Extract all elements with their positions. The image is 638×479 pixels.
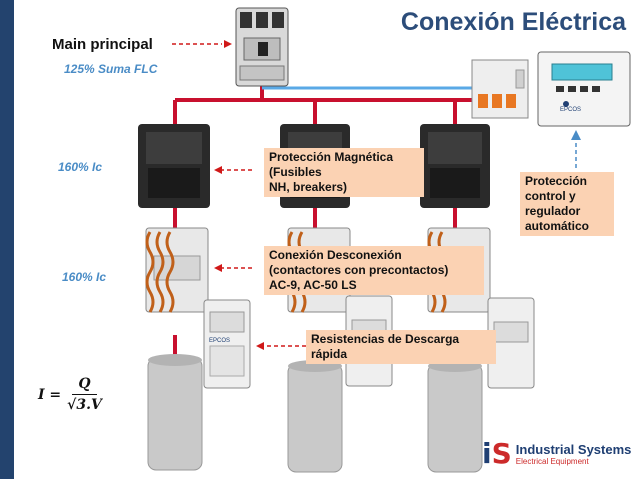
capacitor-1 (147, 354, 203, 471)
controller-arrow-head (571, 130, 581, 140)
company-logo: iS Industrial Systems Electrical Equipme… (482, 440, 631, 468)
logo-mark: iS (482, 440, 512, 468)
protection-rating-label: 160% Ic (58, 160, 103, 174)
page-title: Conexión Eléctrica (400, 8, 626, 36)
formula-denominator: √3.V (67, 397, 102, 413)
contactor-callout-line-3: AC-9, AC-50 LS (269, 278, 357, 292)
main-rating-label: 125% Suma FLC (64, 62, 158, 76)
protection-callout: Protección Magnética (Fusibles NH, break… (264, 148, 424, 197)
contactor-arrow-head (214, 264, 222, 272)
fuse-holder-1 (138, 124, 210, 208)
resistor-brand: EPCOS (209, 338, 230, 344)
contactor-callout: Conexión Desconexión (contactores con pr… (264, 246, 484, 295)
controller-callout-line-4: automático (525, 219, 590, 233)
current-formula: I = Q √3.V (38, 376, 102, 413)
resistor-arrow-head (256, 342, 264, 350)
discharge-resistor-1 (203, 299, 251, 389)
logo-company-name: Industrial Systems (515, 442, 632, 457)
controller-callout-line-2: control y (525, 189, 576, 203)
formula-fraction: Q √3.V (67, 376, 102, 413)
capacitor-2 (287, 360, 343, 473)
controller-callout: Protección control y regulador automátic… (520, 172, 614, 236)
logo-tagline: Electrical Equipment (515, 457, 589, 466)
controller-brand: EPCOS (560, 107, 581, 113)
control-breakers (471, 59, 529, 119)
power-factor-controller (537, 51, 631, 127)
contactor-callout-line-2: (contactores con precontactos) (269, 263, 449, 277)
resistor-callout: Resistencias de Descarga rápida (306, 330, 496, 364)
formula-numerator: Q (72, 376, 97, 395)
protection-arrow-head (214, 166, 222, 174)
logo-mark-s: S (491, 437, 512, 470)
left-accent-bar (0, 0, 14, 479)
resistor-callout-line-1: Resistencias de Descarga (311, 332, 460, 346)
capacitor-3 (427, 360, 483, 473)
discharge-resistor-3 (487, 297, 535, 389)
protection-callout-line-1: Protección Magnética (Fusibles (269, 150, 394, 179)
contactor-callout-line-1: Conexión Desconexión (269, 248, 402, 262)
controller-callout-line-1: Protección (525, 174, 588, 188)
formula-lhs: I = (38, 386, 62, 403)
main-arrow-head (224, 40, 232, 48)
controller-callout-line-3: regulador (525, 204, 581, 218)
fuse-holder-3 (420, 124, 490, 208)
main-breaker-label: Main principal (52, 36, 153, 53)
logo-mark-i: i (482, 437, 492, 470)
protection-callout-line-2: NH, breakers) (269, 180, 348, 194)
contactor-rating-label: 160% Ic (62, 270, 107, 284)
main-breaker (235, 7, 289, 87)
resistor-callout-line-2: rápida (311, 347, 348, 361)
contactor-1 (145, 227, 209, 313)
logo-text: Industrial Systems Electrical Equipment (516, 442, 632, 466)
